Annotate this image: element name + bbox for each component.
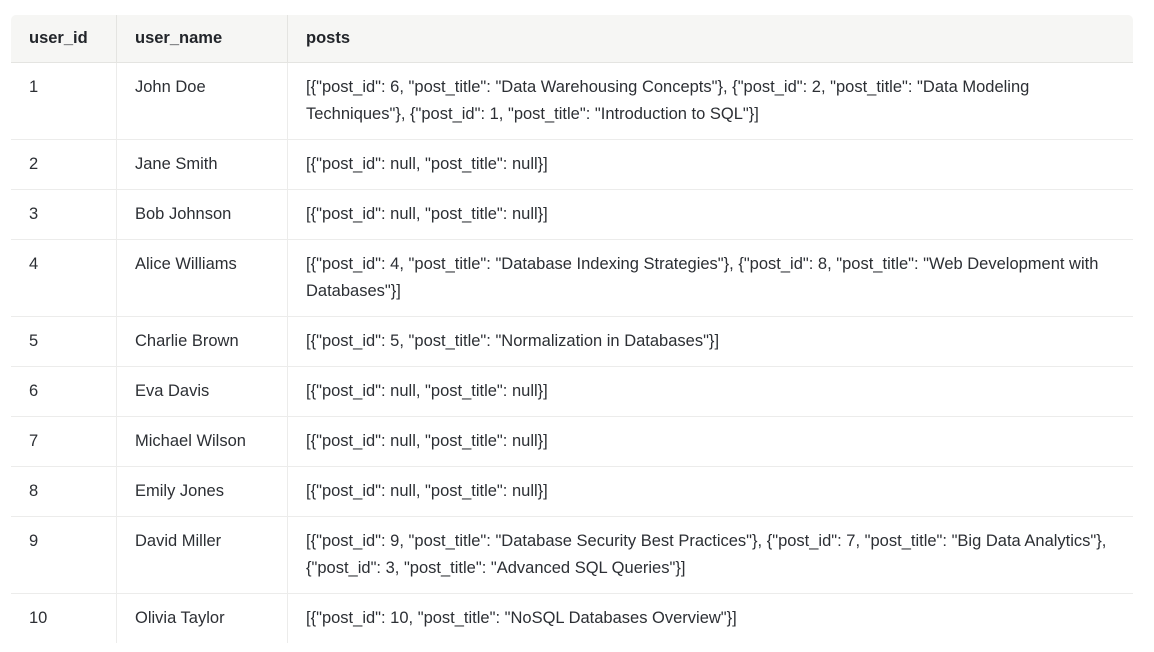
table-row[interactable]: 4 Alice Williams [{"post_id": 4, "post_t…	[11, 239, 1133, 317]
cell-posts: [{"post_id": null, "post_title": null}]	[287, 366, 1133, 417]
cell-user-id: 8	[11, 466, 117, 517]
cell-posts: [{"post_id": 9, "post_title": "Database …	[287, 516, 1133, 594]
cell-user-id: 1	[11, 62, 117, 140]
cell-user-id: 9	[11, 516, 117, 594]
cell-user-name: Bob Johnson	[116, 189, 288, 240]
column-header-posts[interactable]: posts	[287, 15, 1133, 63]
cell-user-name: Alice Williams	[116, 239, 288, 317]
table-row[interactable]: 6 Eva Davis [{"post_id": null, "post_tit…	[11, 366, 1133, 417]
column-header-user-name[interactable]: user_name	[116, 15, 288, 63]
cell-user-name: Jane Smith	[116, 139, 288, 190]
cell-posts: [{"post_id": null, "post_title": null}]	[287, 466, 1133, 517]
cell-posts: [{"post_id": null, "post_title": null}]	[287, 189, 1133, 240]
table-header-row: user_id user_name posts	[11, 15, 1133, 63]
cell-user-id: 10	[11, 593, 117, 643]
cell-user-name: Charlie Brown	[116, 316, 288, 367]
cell-posts: [{"post_id": null, "post_title": null}]	[287, 139, 1133, 190]
table-row[interactable]: 7 Michael Wilson [{"post_id": null, "pos…	[11, 416, 1133, 467]
cell-posts: [{"post_id": 5, "post_title": "Normaliza…	[287, 316, 1133, 367]
table-row[interactable]: 5 Charlie Brown [{"post_id": 5, "post_ti…	[11, 316, 1133, 367]
cell-user-name: Eva Davis	[116, 366, 288, 417]
table-row[interactable]: 2 Jane Smith [{"post_id": null, "post_ti…	[11, 139, 1133, 190]
table-row[interactable]: 10 Olivia Taylor [{"post_id": 10, "post_…	[11, 593, 1133, 643]
result-table-container: user_id user_name posts 1 John Doe [{"po…	[10, 14, 1134, 644]
cell-user-id: 2	[11, 139, 117, 190]
cell-user-name: David Miller	[116, 516, 288, 594]
query-result-table: user_id user_name posts 1 John Doe [{"po…	[10, 14, 1134, 644]
cell-posts: [{"post_id": 10, "post_title": "NoSQL Da…	[306, 609, 737, 627]
cell-user-id: 3	[11, 189, 117, 240]
cell-user-name: John Doe	[116, 62, 288, 140]
table-row[interactable]: 1 John Doe [{"post_id": 6, "post_title":…	[11, 62, 1133, 140]
cell-user-id: 6	[11, 366, 117, 417]
cell-posts: [{"post_id": 6, "post_title": "Data Ware…	[287, 62, 1133, 140]
table-header: user_id user_name posts	[11, 15, 1133, 63]
cell-user-id: 5	[11, 316, 117, 367]
table-row[interactable]: 9 David Miller [{"post_id": 9, "post_tit…	[11, 516, 1133, 594]
cell-posts: [{"post_id": 4, "post_title": "Database …	[287, 239, 1133, 317]
cell-posts: [{"post_id": null, "post_title": null}]	[287, 416, 1133, 467]
cell-user-id: 4	[11, 239, 117, 317]
table-row[interactable]: 8 Emily Jones [{"post_id": null, "post_t…	[11, 466, 1133, 517]
cell-user-name: Emily Jones	[116, 466, 288, 517]
cell-user-name: Olivia Taylor	[116, 593, 288, 643]
cell-user-name: Michael Wilson	[116, 416, 288, 467]
cell-user-id: 7	[11, 416, 117, 467]
table-row[interactable]: 3 Bob Johnson [{"post_id": null, "post_t…	[11, 189, 1133, 240]
table-body: 1 John Doe [{"post_id": 6, "post_title":…	[11, 62, 1133, 643]
column-header-user-id[interactable]: user_id	[11, 15, 117, 63]
